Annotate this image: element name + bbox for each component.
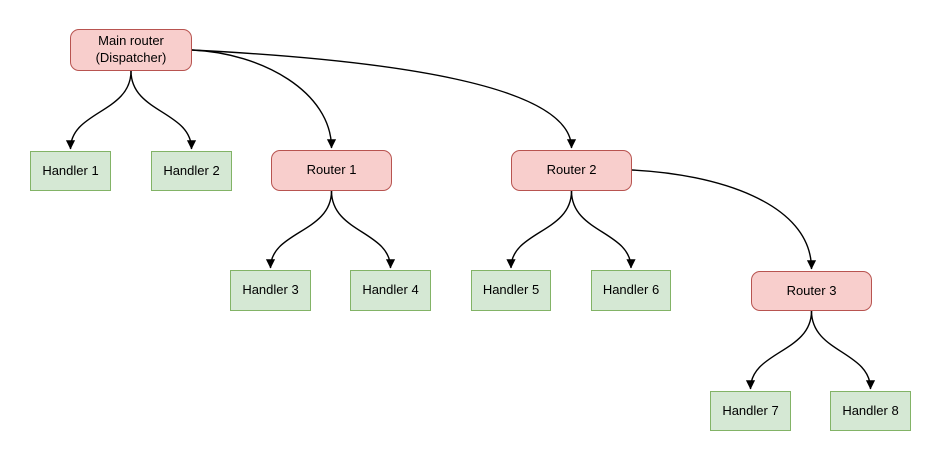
node-label: Handler 3	[242, 282, 299, 298]
node-handler-7: Handler 7	[710, 391, 791, 431]
edge-router3-to-handler8	[810, 310, 876, 390]
node-router-3: Router 3	[751, 271, 872, 311]
node-handler-2: Handler 2	[151, 151, 232, 191]
node-router-1: Router 1	[271, 150, 392, 191]
edge-main-to-router1	[191, 49, 337, 149]
edge-router1-to-handler3	[265, 190, 333, 269]
node-label: Handler 7	[722, 402, 779, 418]
node-handler-6: Handler 6	[591, 270, 671, 311]
node-label: Handler 5	[482, 282, 540, 298]
node-label: Router 1	[306, 162, 357, 178]
edge-router2-to-handler5	[506, 190, 573, 269]
node-label: Main router (Dispatcher)	[95, 33, 167, 65]
edge-main-to-handler1	[65, 70, 132, 150]
node-handler-3: Handler 3	[230, 270, 311, 311]
edge-router3-to-handler7	[745, 310, 813, 390]
node-label: Handler 1	[42, 162, 99, 178]
node-label: Handler 6	[602, 282, 660, 298]
node-label: Router 2	[546, 162, 597, 178]
node-router-2: Router 2	[511, 150, 632, 191]
edge-main-to-handler2	[130, 70, 197, 150]
edge-router1-to-handler4	[330, 190, 396, 269]
node-handler-1: Handler 1	[30, 151, 111, 191]
edge-router2-to-router3	[631, 169, 817, 270]
node-label: Handler 2	[163, 162, 220, 178]
node-main-router-dispatcher: Main router (Dispatcher)	[70, 29, 192, 71]
node-label: Router 3	[786, 282, 837, 298]
edge-main-to-router2	[191, 49, 577, 149]
node-handler-4: Handler 4	[350, 270, 431, 311]
node-handler-5: Handler 5	[471, 270, 551, 311]
node-handler-8: Handler 8	[830, 391, 911, 431]
node-label: Handler 4	[362, 282, 419, 298]
node-label: Handler 8	[842, 402, 899, 418]
edge-router2-to-handler6	[570, 190, 636, 269]
